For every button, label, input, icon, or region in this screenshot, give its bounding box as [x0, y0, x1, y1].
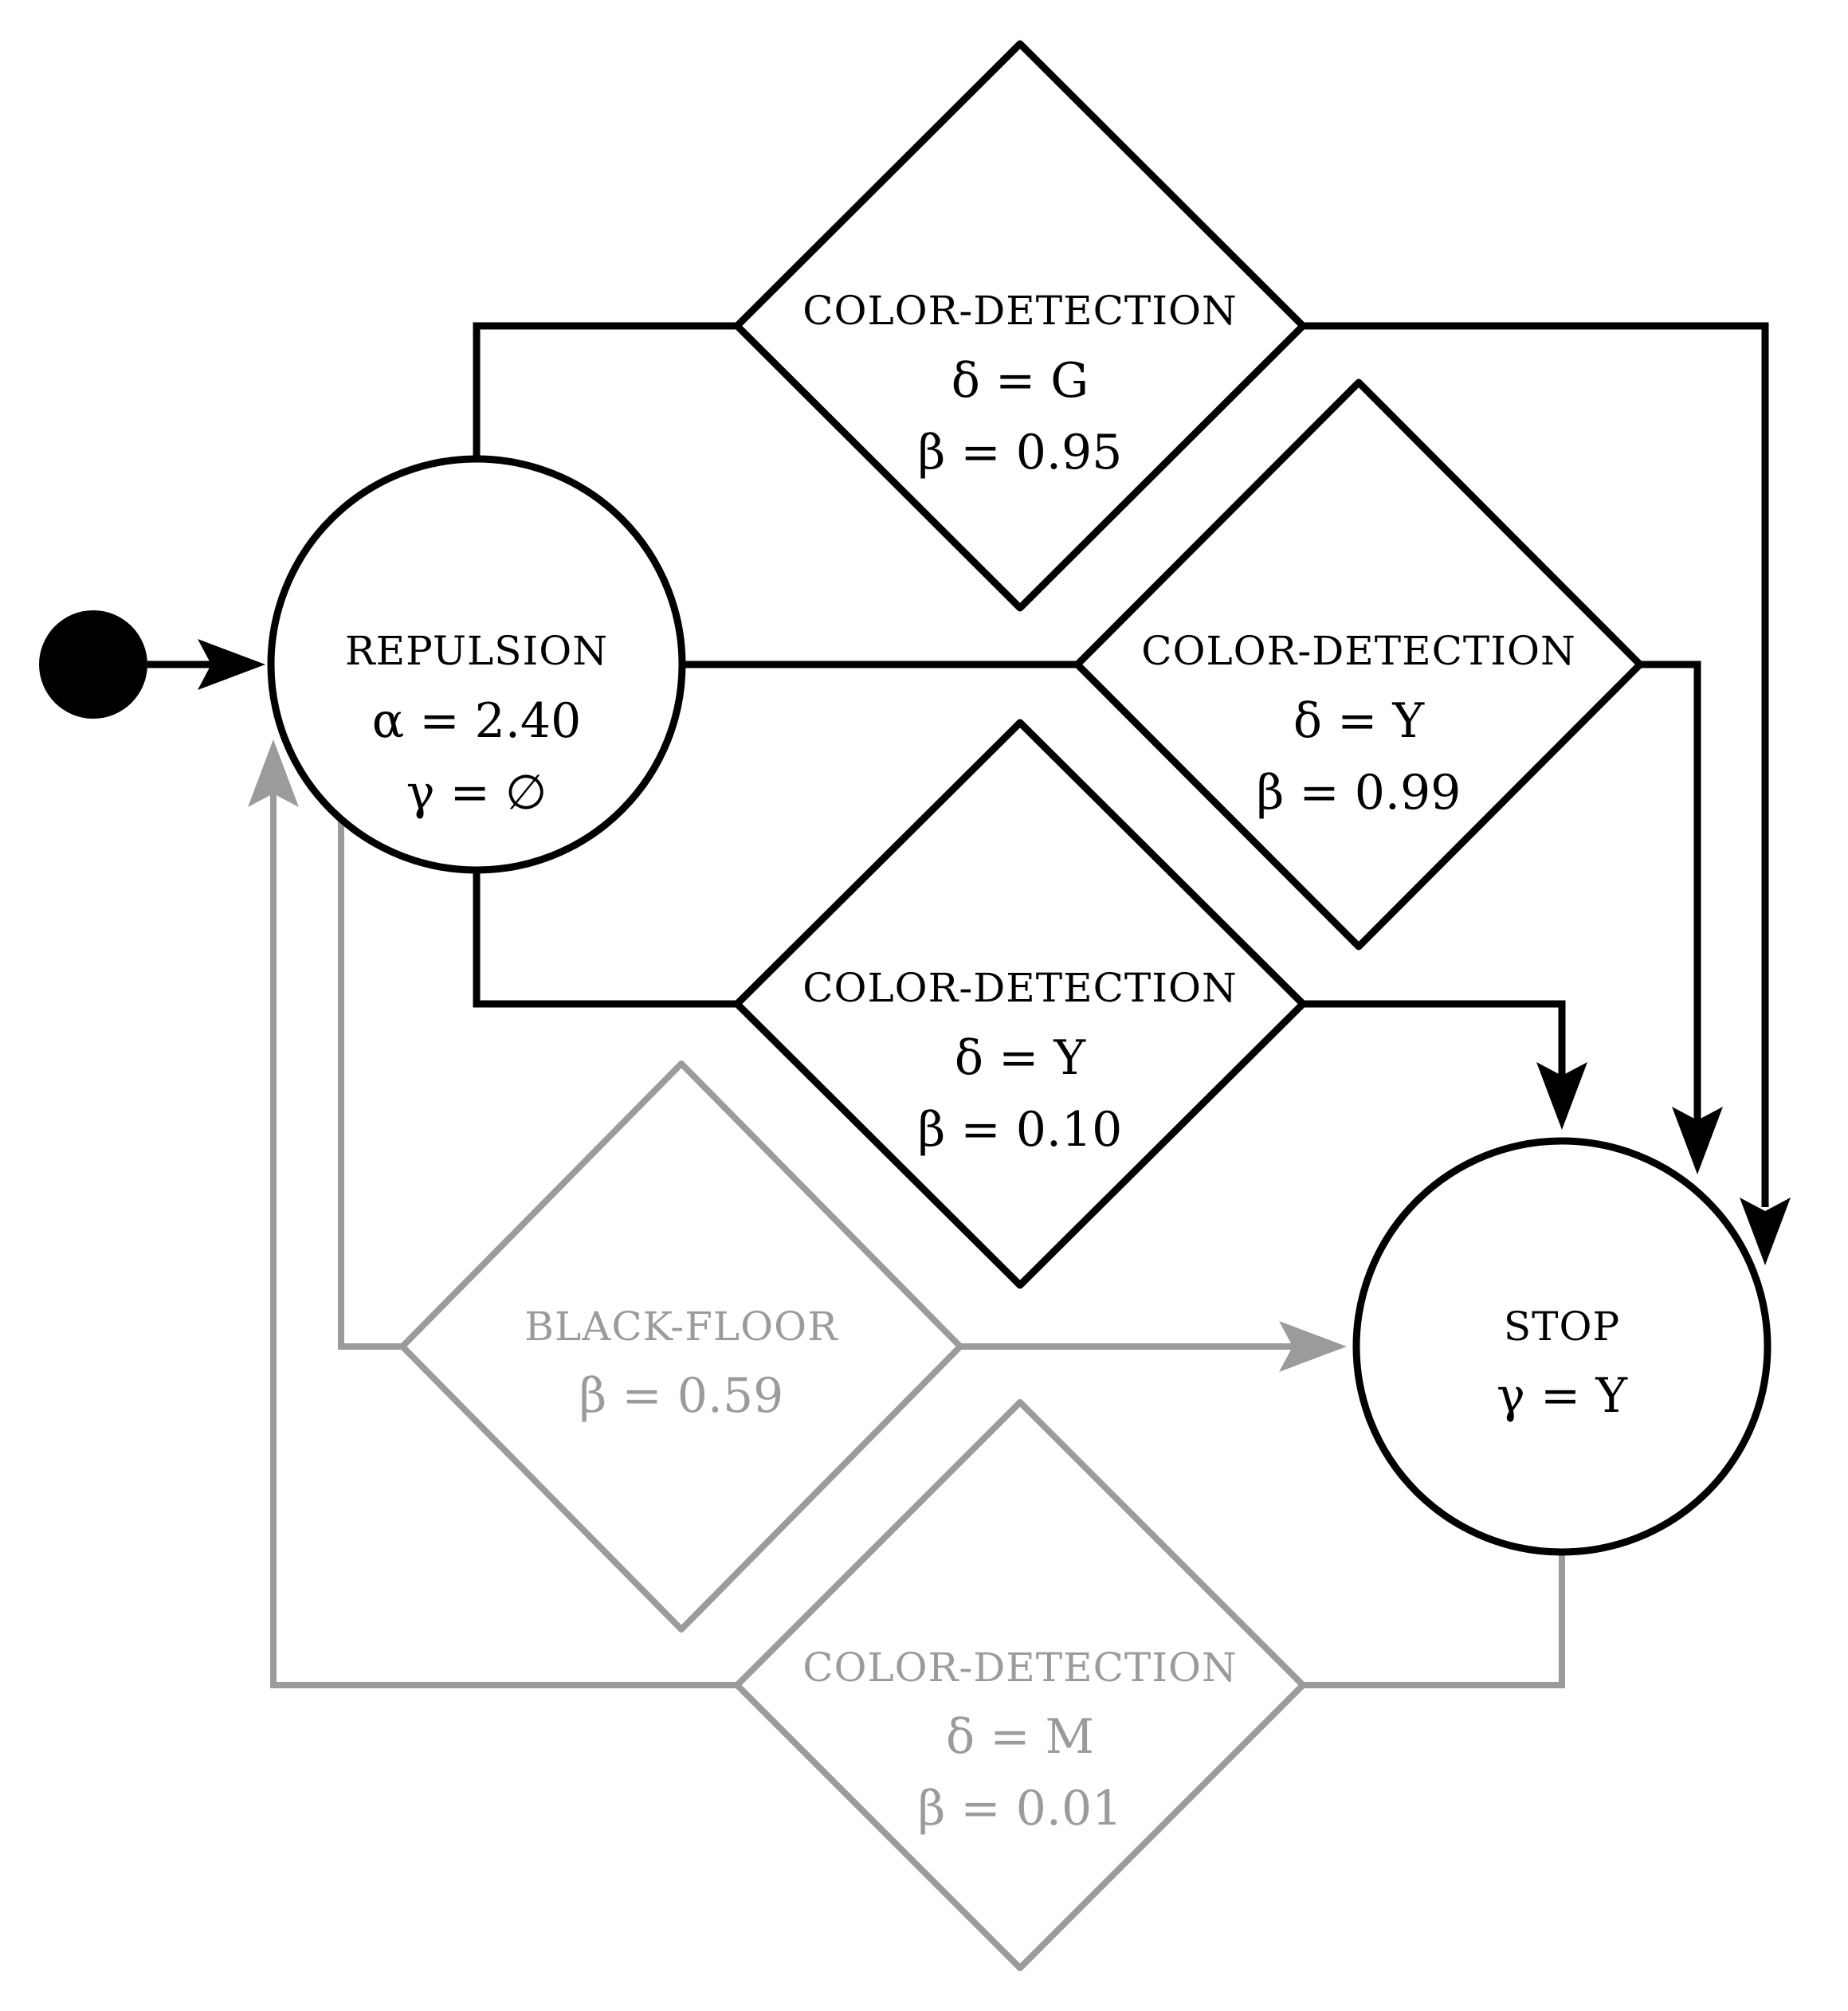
color-detection-g-node: COLOR-DETECTION δ = G β = 0.95	[733, 40, 1307, 612]
cd-y-99-beta: β = 0.99	[1257, 765, 1462, 821]
cd-m-title: COLOR-DETECTION	[802, 1644, 1238, 1691]
arrowhead-cd-m-to-repulsion	[248, 739, 299, 807]
arrowhead-cd-y-10-to-stop	[1536, 1062, 1587, 1130]
edge-repulsion-to-black-floor	[338, 821, 405, 1350]
color-detection-y-10-node: COLOR-DETECTION δ = Y β = 0.10	[733, 719, 1307, 1289]
cd-g-delta: δ = G	[951, 353, 1089, 409]
repulsion-gamma: γ = ∅	[406, 765, 547, 821]
edge-cd-y-99-to-stop	[1640, 661, 1701, 1123]
black-floor-beta: β = 0.59	[579, 1368, 784, 1424]
edge-cd-m-to-repulsion	[270, 789, 737, 1688]
cd-y-99-delta: δ = Y	[1293, 693, 1426, 749]
repulsion-alpha: α = 2.40	[372, 693, 582, 749]
stop-node: STOP γ = Y	[1352, 1137, 1771, 1556]
edge-repulsion-to-cd-y-10	[473, 871, 737, 1008]
arrowhead-cd-y-99-to-stop	[1672, 1107, 1723, 1174]
edge-cd-g-to-stop	[1303, 322, 1769, 1207]
edge-stop-to-cd-m	[1303, 1552, 1565, 1688]
arrowhead-black-floor-to-stop	[1279, 1321, 1347, 1372]
repulsion-title: REPULSION	[345, 628, 608, 674]
black-floor-title: BLACK-FLOOR	[524, 1303, 838, 1350]
repulsion-node: REPULSION α = 2.40 γ = ∅	[267, 455, 686, 874]
start-dot-icon	[39, 610, 147, 719]
cd-g-beta: β = 0.95	[918, 425, 1123, 480]
cd-y-10-beta: β = 0.10	[918, 1102, 1123, 1158]
cd-y-10-title: COLOR-DETECTION	[802, 965, 1238, 1011]
cd-m-beta: β = 0.01	[918, 1781, 1123, 1837]
cd-m-delta: δ = M	[946, 1709, 1094, 1765]
color-detection-m-node: COLOR-DETECTION δ = M β = 0.01	[734, 1399, 1306, 1971]
edge-cd-y-10-to-stop	[1303, 1000, 1566, 1084]
color-detection-y-99-node: COLOR-DETECTION δ = Y β = 0.99	[1073, 378, 1644, 951]
cd-y-99-title: COLOR-DETECTION	[1141, 628, 1576, 674]
edge-repulsion-to-cd-g	[473, 322, 737, 461]
cd-g-title: COLOR-DETECTION	[802, 288, 1238, 334]
stop-gamma: γ = Y	[1497, 1368, 1628, 1424]
arrowhead-cd-g-to-stop	[1740, 1198, 1791, 1265]
black-floor-node: BLACK-FLOOR β = 0.59	[399, 1060, 963, 1633]
cd-y-10-delta: δ = Y	[955, 1030, 1087, 1086]
stop-title: STOP	[1504, 1303, 1620, 1350]
arrowhead-start-to-repulsion	[198, 639, 265, 690]
